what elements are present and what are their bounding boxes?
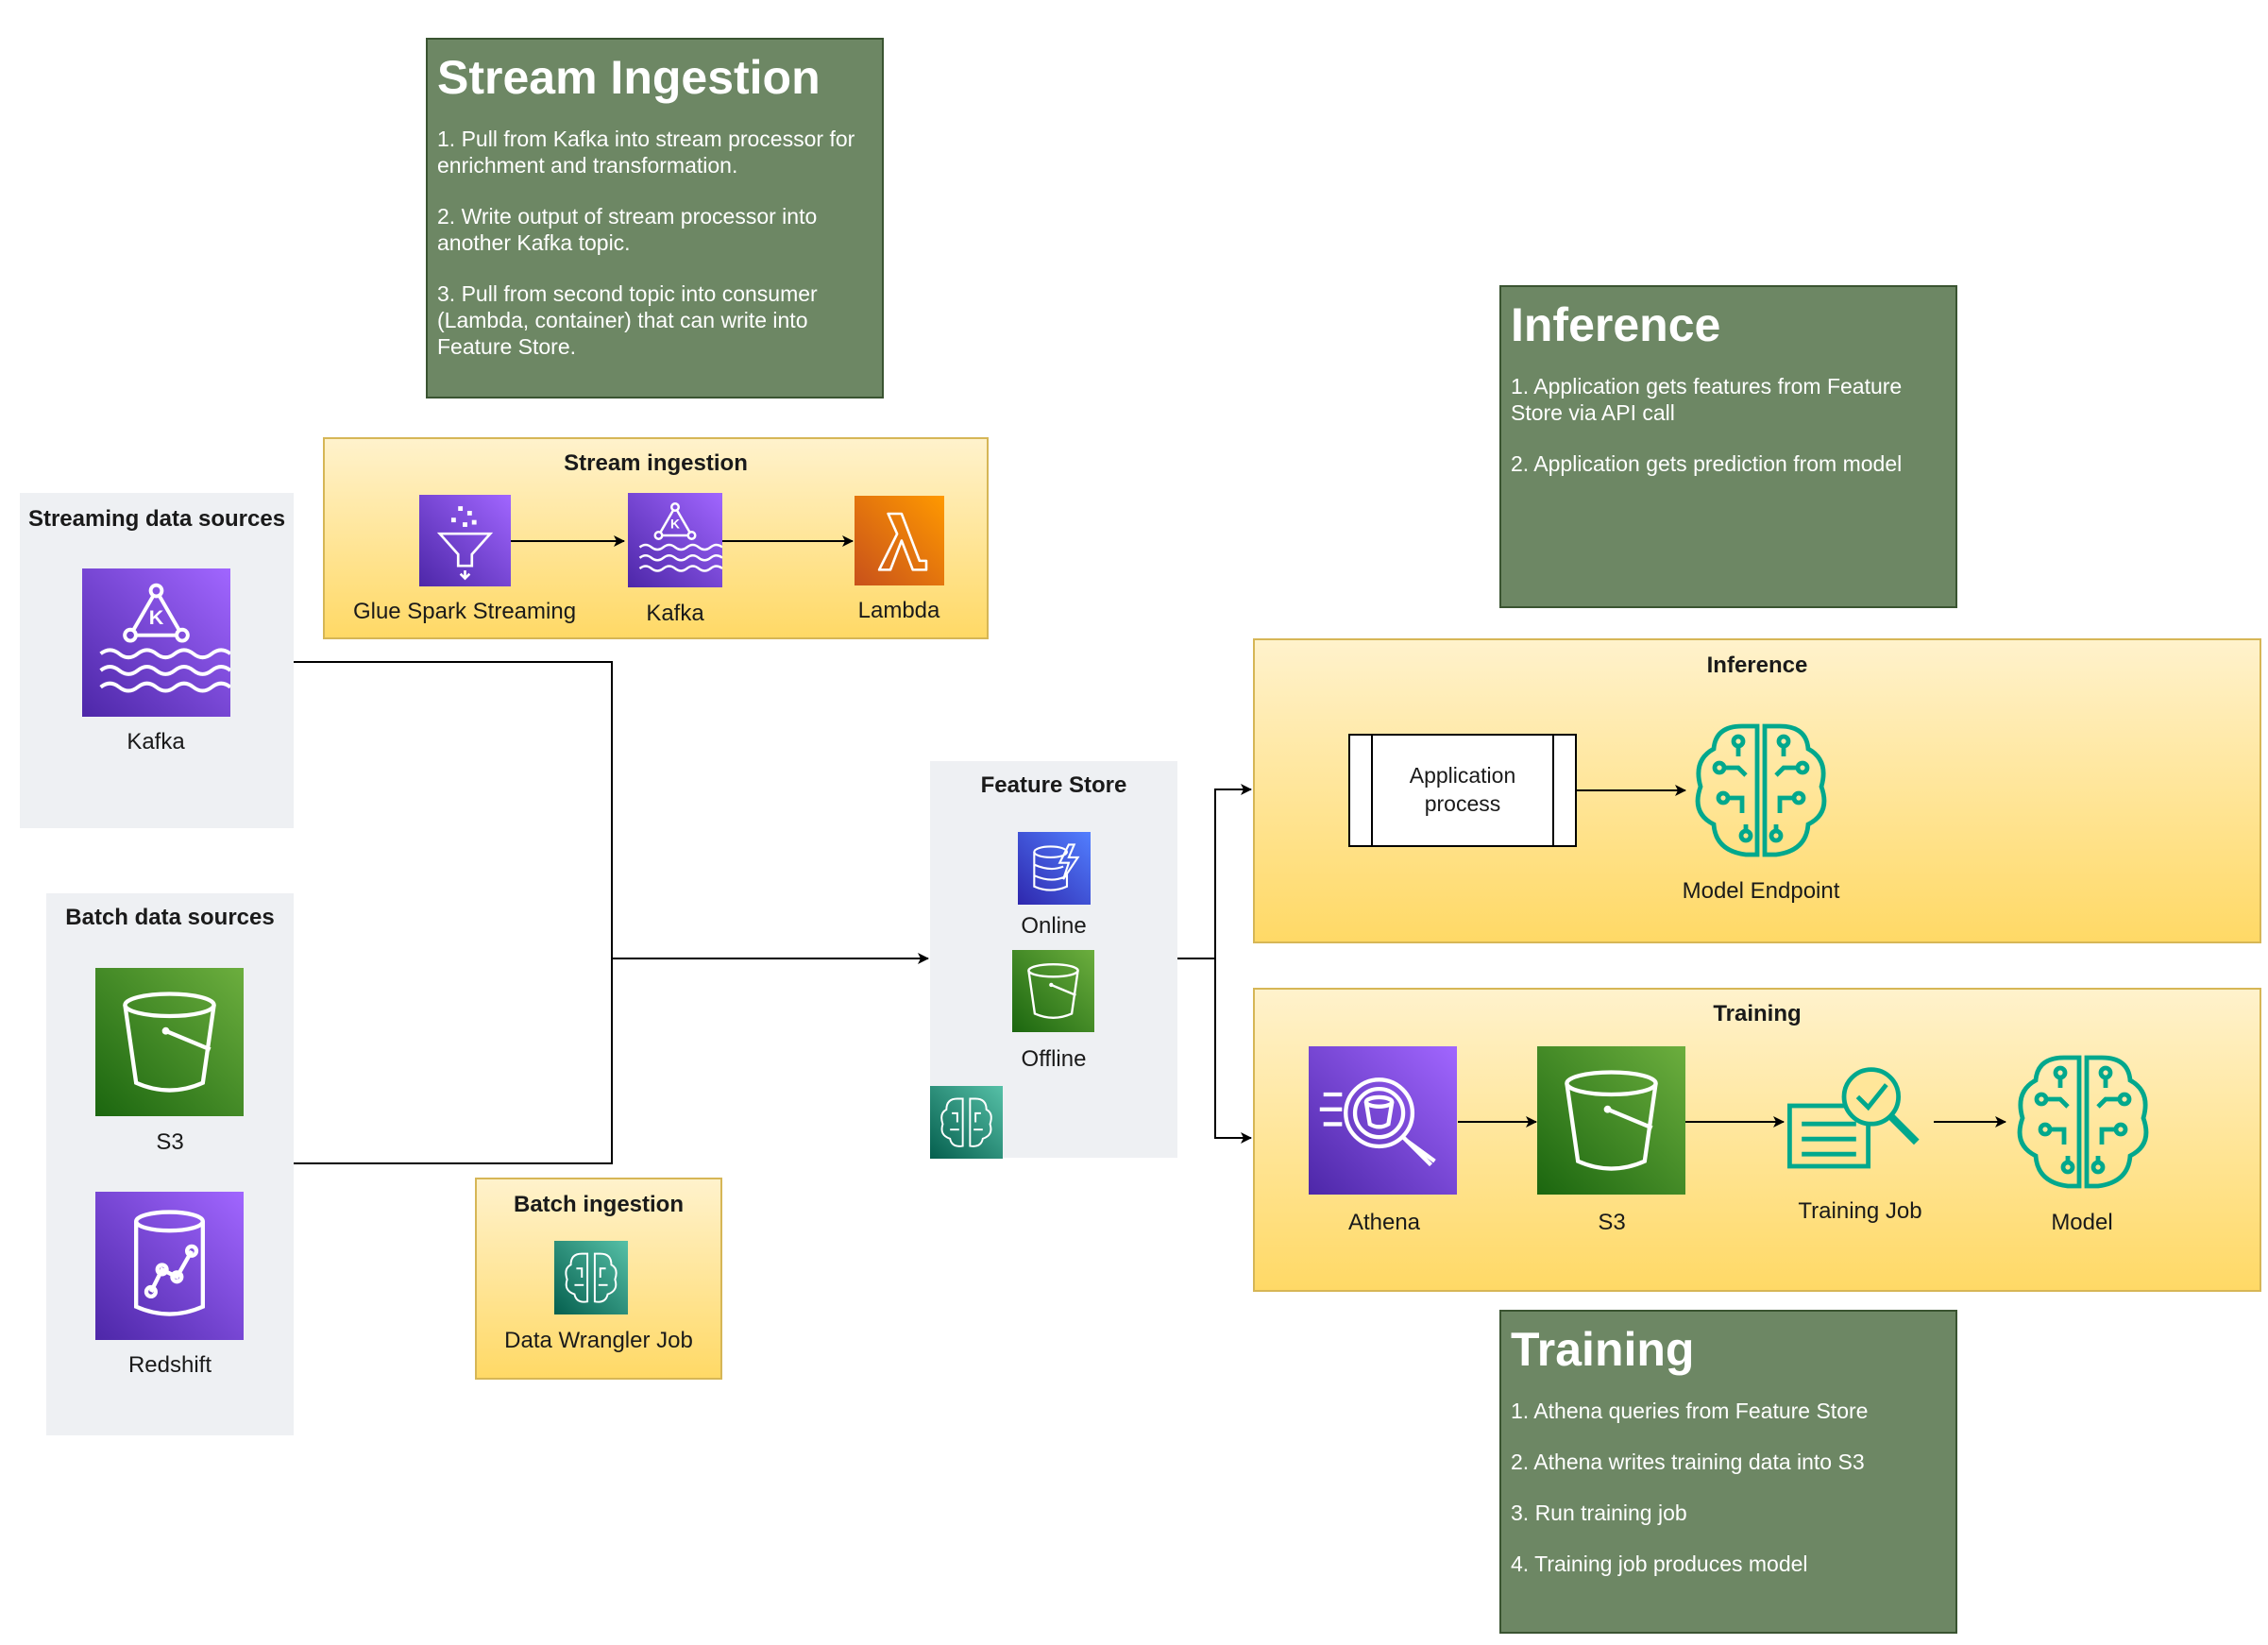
model-label: Model [2051,1210,2113,1235]
note-item: 3. Pull from second topic into consumer … [437,280,818,359]
kafka-icon: K [82,568,230,717]
data-wrangler-label: Data Wrangler Job [504,1328,693,1353]
lambda-label: Lambda [857,598,940,623]
note-item: 2. Application gets prediction from mode… [1511,450,1903,476]
batch-sources-title: Batch data sources [65,905,275,930]
note-item: 1. Application gets features from Featur… [1511,373,1903,425]
sagemaker-brain-icon [930,1086,1003,1159]
training-panel-title: Training [1713,1001,1802,1026]
batch-ingestion-title: Batch ingestion [513,1192,684,1217]
note-training-list: 1. Athena queries from Feature Store 2. … [1511,1398,1946,1577]
kafka-icon: K [628,493,722,587]
note-training: Training 1. Athena queries from Feature … [1499,1310,1957,1634]
application-process: Application process [1348,734,1577,847]
training-s3-label: S3 [1598,1210,1626,1235]
note-item: 2. Athena writes training data into S3 [1511,1449,1865,1474]
glue-label: Glue Spark Streaming [352,599,577,624]
sagemaker-brain-icon [554,1241,628,1314]
model-endpoint-icon [1695,723,1827,857]
lambda-icon [855,496,944,585]
note-stream-ingestion-list: 1. Pull from Kafka into stream processor… [437,126,872,360]
s3-bucket-icon [1012,950,1094,1032]
svg-text:K: K [149,605,164,629]
glue-icon [419,495,511,586]
note-stream-ingestion-title: Stream Ingestion [437,51,821,104]
note-inference-list: 1. Application gets features from Featur… [1511,373,1946,477]
model-endpoint-label: Model Endpoint [1682,878,1840,904]
note-training-title: Training [1511,1323,1695,1376]
connector-streaming-to-feature-store [294,661,613,958]
application-process-label: Application process [1409,763,1516,816]
note-item: 1. Pull from Kafka into stream processor… [437,126,855,178]
svg-text:K: K [670,517,680,532]
note-stream-ingestion: Stream Ingestion 1. Pull from Kafka into… [426,38,884,399]
dynamodb-icon [1018,832,1091,905]
training-job-label: Training Job [1798,1198,1922,1224]
note-item: 4. Training job produces model [1511,1551,1808,1576]
athena-icon [1309,1046,1457,1195]
feature-store-online-label: Online [1021,913,1087,939]
streaming-sources-title: Streaming data sources [27,506,286,532]
stream-ingestion-title: Stream ingestion [564,450,748,476]
feature-store-title: Feature Store [980,772,1127,798]
note-inference-title: Inference [1511,298,1721,351]
note-inference: Inference 1. Application gets features f… [1499,285,1957,608]
model-brain-icon [2017,1055,2149,1189]
athena-label: Athena [1347,1210,1421,1235]
s3-bucket-icon [95,968,244,1116]
streaming-kafka-label: Kafka [127,729,185,755]
arrow-feature-store-to-training [1214,958,1252,1144]
arrow-feature-store-to-inference [1214,784,1252,958]
stream-kafka-label: Kafka [646,601,704,626]
note-item: 2. Write output of stream processor into… [437,203,818,255]
inference-panel-title: Inference [1706,653,1808,678]
batch-s3-label: S3 [156,1129,184,1155]
redshift-icon [95,1192,244,1340]
batch-redshift-label: Redshift [127,1352,212,1378]
note-item: 1. Athena queries from Feature Store [1511,1398,1869,1423]
note-item: 3. Run training job [1511,1500,1687,1525]
training-job-icon [1787,1067,1920,1169]
feature-store-offline-label: Offline [1021,1046,1087,1072]
connector-batch-to-feature-store [294,958,613,1164]
s3-bucket-icon [1537,1046,1685,1195]
